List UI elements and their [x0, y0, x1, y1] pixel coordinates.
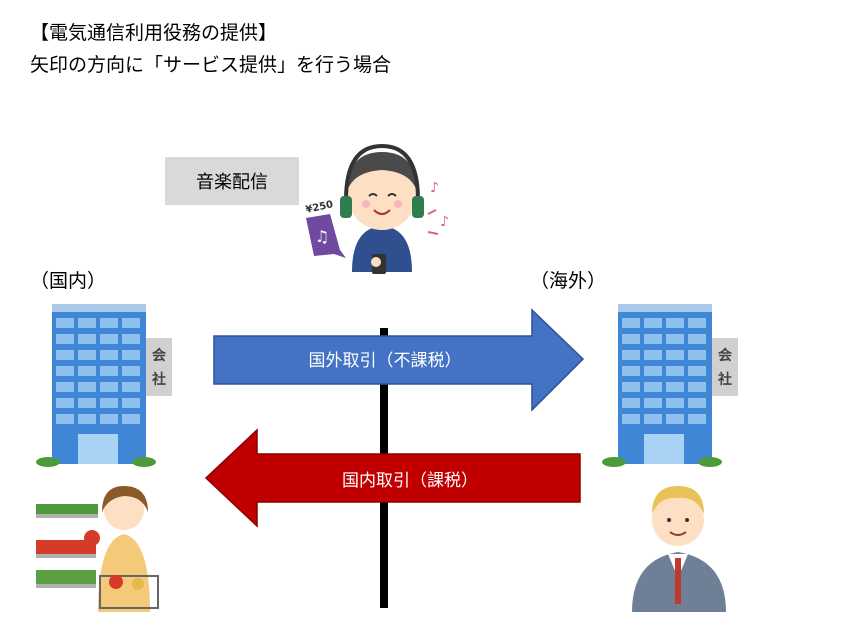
building-window [666, 414, 684, 424]
overseas-company-building: 会 社 [602, 304, 738, 467]
building-window [122, 318, 140, 328]
building-window [644, 350, 662, 360]
diagram-subtitle: 矢印の方向に「サービス提供」を行う場合 [30, 54, 392, 76]
building-window [644, 414, 662, 424]
company-sign-char: 会 [718, 347, 733, 364]
building-window [56, 318, 74, 328]
overseas-label: （海外） [530, 270, 607, 292]
building-window [78, 414, 96, 424]
building-window [666, 382, 684, 392]
building-window [666, 318, 684, 328]
building-window [644, 366, 662, 376]
building-window [622, 350, 640, 360]
building-window [666, 398, 684, 408]
building-window [644, 334, 662, 344]
building-window [100, 414, 118, 424]
company-sign-char: 社 [717, 371, 732, 388]
building-window [688, 334, 706, 344]
building-window [622, 398, 640, 408]
building-window [122, 334, 140, 344]
shopper-illustration [36, 486, 159, 612]
company-sign-char: 会 [152, 347, 167, 364]
building-window [666, 334, 684, 344]
building-window [100, 318, 118, 328]
import-arrow: 国内取引（課税） [204, 428, 581, 528]
building-window [100, 398, 118, 408]
building-window [122, 350, 140, 360]
music-listener-illustration: ♫ ¥250 ♪ ♪ [305, 143, 449, 274]
domestic-label: （国内） [30, 270, 107, 292]
building-window [644, 398, 662, 408]
export-arrow-label: 国外取引（不課税） [309, 351, 462, 371]
building-window [622, 414, 640, 424]
building-window [78, 318, 96, 328]
building-window [622, 382, 640, 392]
note-icon: ♪ [440, 214, 449, 230]
building-window [622, 334, 640, 344]
businessman-illustration [632, 486, 726, 612]
building-window [56, 414, 74, 424]
building-window [78, 398, 96, 408]
building-window [100, 366, 118, 376]
building-window [688, 398, 706, 408]
building-window [122, 398, 140, 408]
building-window [688, 414, 706, 424]
building-window [688, 318, 706, 328]
building-window [122, 382, 140, 392]
building-window [622, 366, 640, 376]
building-window [56, 366, 74, 376]
building-window [100, 334, 118, 344]
building-window [644, 382, 662, 392]
building-window [688, 366, 706, 376]
building-window [56, 350, 74, 360]
building-window [688, 382, 706, 392]
building-window [78, 366, 96, 376]
building-window [100, 350, 118, 360]
building-window [688, 350, 706, 360]
domestic-company-building: 会 社 [36, 304, 172, 467]
building-window [644, 318, 662, 328]
building-window [666, 350, 684, 360]
building-window [622, 318, 640, 328]
service-box: 音楽配信 [165, 157, 299, 205]
building-window [56, 382, 74, 392]
export-arrow: 国外取引（不課税） [213, 308, 585, 412]
company-sign-char: 社 [151, 371, 166, 388]
building-window [78, 382, 96, 392]
import-arrow-label: 国内取引（課税） [342, 471, 478, 491]
note-icon: ♪ [430, 180, 439, 196]
building-window [56, 398, 74, 408]
building-window [666, 366, 684, 376]
building-window [100, 382, 118, 392]
building-window [78, 334, 96, 344]
building-window [56, 334, 74, 344]
diagram-title: 【電気通信利用役務の提供】 [30, 22, 278, 44]
music-note-icon: ♫ [315, 227, 329, 246]
building-window [122, 366, 140, 376]
building-window [78, 350, 96, 360]
building-window [122, 414, 140, 424]
price-tag: ¥250 [305, 199, 335, 216]
